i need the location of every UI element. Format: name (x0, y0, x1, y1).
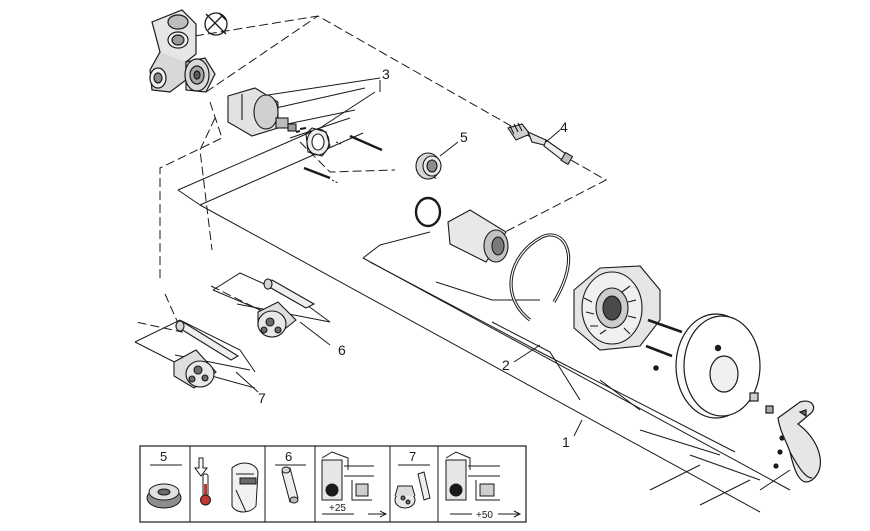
backplate-part (573, 265, 683, 371)
no-wrench-icon (204, 12, 228, 36)
callout-leaders (235, 80, 583, 437)
service-legend: 5 6 7 (139, 445, 527, 523)
cover-plate-part (675, 313, 761, 419)
cap-part (415, 152, 442, 180)
callout-4: 4 (560, 119, 568, 135)
dashed-guides (135, 15, 608, 333)
callout-2: 2 (502, 357, 510, 373)
solid-guides (134, 77, 791, 513)
stem-part (507, 122, 574, 166)
legend-dim-25: +25 (329, 503, 346, 514)
callout-7: 7 (258, 390, 266, 406)
legend-dim-50: +50 (476, 510, 493, 521)
legend-label-7: 7 (409, 449, 416, 464)
legend-label-5: 5 (160, 449, 167, 464)
legend-label-6: 6 (285, 449, 292, 464)
legend-cartridge-7-icon (394, 471, 431, 509)
spring-clip-part (509, 233, 571, 322)
o-ring-part (414, 196, 442, 228)
callout-6: 6 (338, 342, 346, 358)
callout-5: 5 (460, 129, 468, 145)
replacement-cartridge-7 (173, 320, 240, 389)
valve-body (149, 9, 216, 93)
legend-handle-icon (231, 462, 259, 513)
sleeve-part (447, 209, 509, 263)
legend-valve-25-icon (321, 451, 388, 518)
callout-3: 3 (382, 66, 390, 82)
replacement-cartridge-6 (257, 278, 316, 338)
callout-1: 1 (562, 434, 570, 450)
legend-cap-icon (146, 483, 182, 509)
legend-cartridge-6-icon (281, 466, 299, 504)
legend-thermometer-icon (194, 457, 211, 506)
legend-valve-50-icon (445, 451, 522, 518)
cartridge-assembly (227, 87, 383, 184)
lever-handle-part (749, 392, 821, 483)
